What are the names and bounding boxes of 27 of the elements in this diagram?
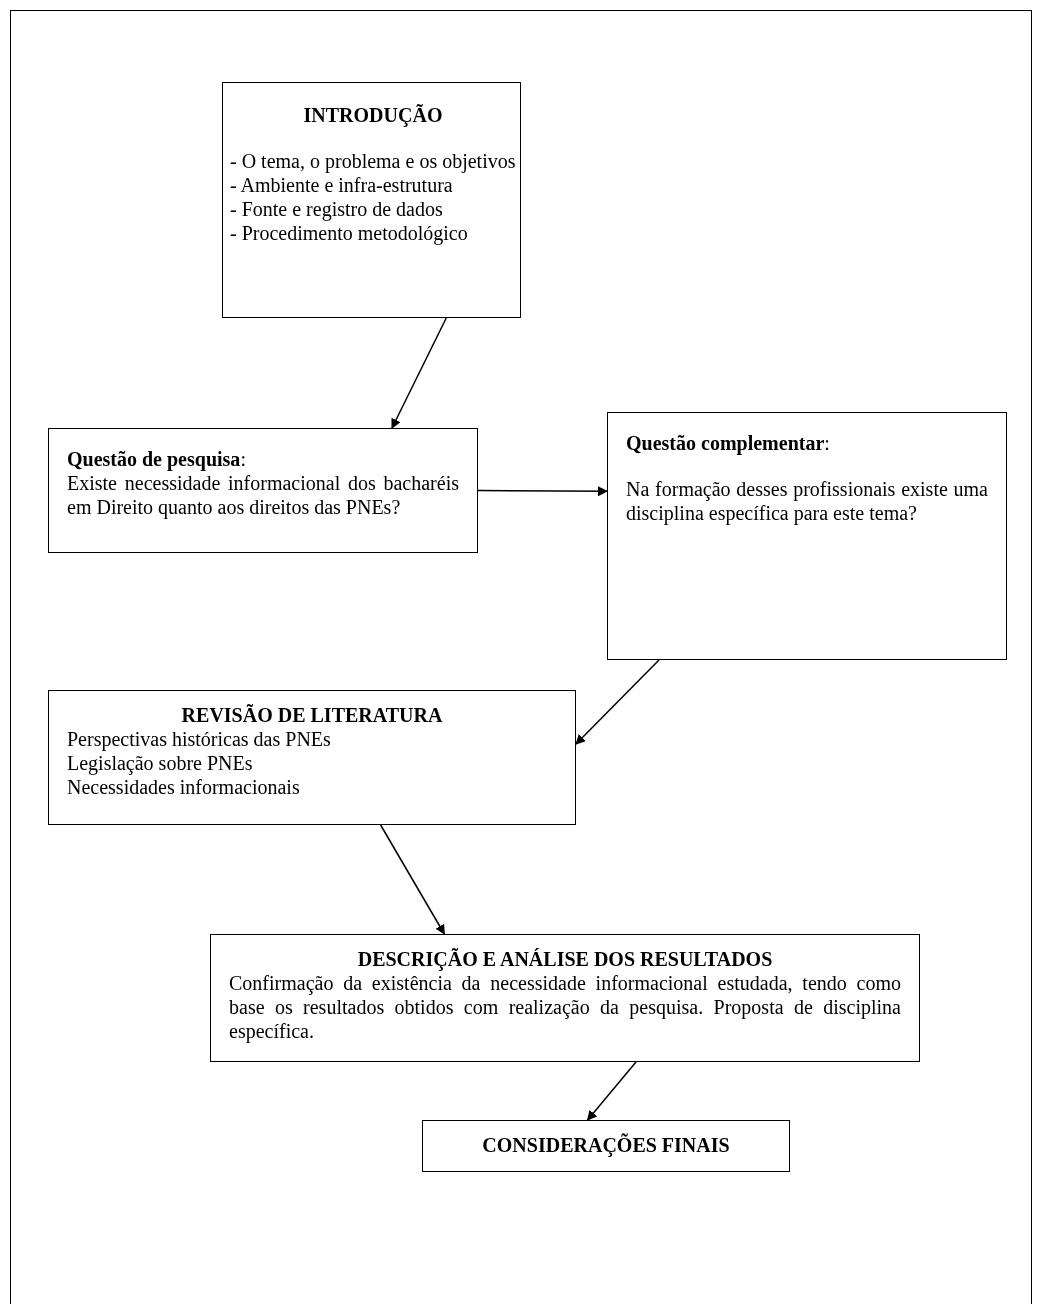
list-item: Perspectivas históricas das PNEs bbox=[67, 727, 332, 751]
arrow bbox=[391, 317, 447, 429]
process-box bbox=[422, 1120, 790, 1172]
heading: Questão complementar: bbox=[626, 431, 831, 455]
arrow bbox=[586, 1061, 637, 1121]
process-box bbox=[222, 82, 521, 318]
list-item: - Procedimento metodológico bbox=[230, 221, 469, 245]
list-item: Necessidades informacionais bbox=[67, 775, 301, 799]
heading: REVISÃO DE LITERATURA bbox=[180, 703, 444, 727]
process-box bbox=[210, 934, 920, 1062]
heading: CONSIDERAÇÕES FINAIS bbox=[481, 1133, 731, 1157]
list-item: - O tema, o problema e os objetivos bbox=[230, 149, 516, 173]
list-item: - Ambiente e infra-estrutura bbox=[230, 173, 454, 197]
arrow bbox=[379, 824, 446, 935]
process-box bbox=[48, 428, 478, 553]
body-text: Existe necessidade informacional dos bacharéis em Direito quanto aos direitos das PNEs? bbox=[67, 471, 459, 519]
heading: INTRODUÇÃO bbox=[302, 103, 444, 127]
arrow bbox=[477, 486, 608, 497]
process-box bbox=[607, 412, 1007, 660]
heading: DESCRIÇÃO E ANÁLISE DOS RESULTADOS bbox=[356, 947, 774, 971]
arrow bbox=[575, 659, 660, 745]
body-text: Na formação desses profissionais existe uma disciplina específica para este tema? bbox=[626, 477, 988, 525]
list-item: Legislação sobre PNEs bbox=[67, 751, 254, 775]
list-item: - Fonte e registro de dados bbox=[230, 197, 444, 221]
process-box bbox=[48, 690, 576, 825]
body-text: Confirmação da existência da necessidade informacional estudada, tendo como base os resultados obtidos com realização da pesquisa. Proposta de disciplina específica. bbox=[229, 971, 901, 1043]
heading: Questão de pesquisa: bbox=[67, 447, 247, 471]
